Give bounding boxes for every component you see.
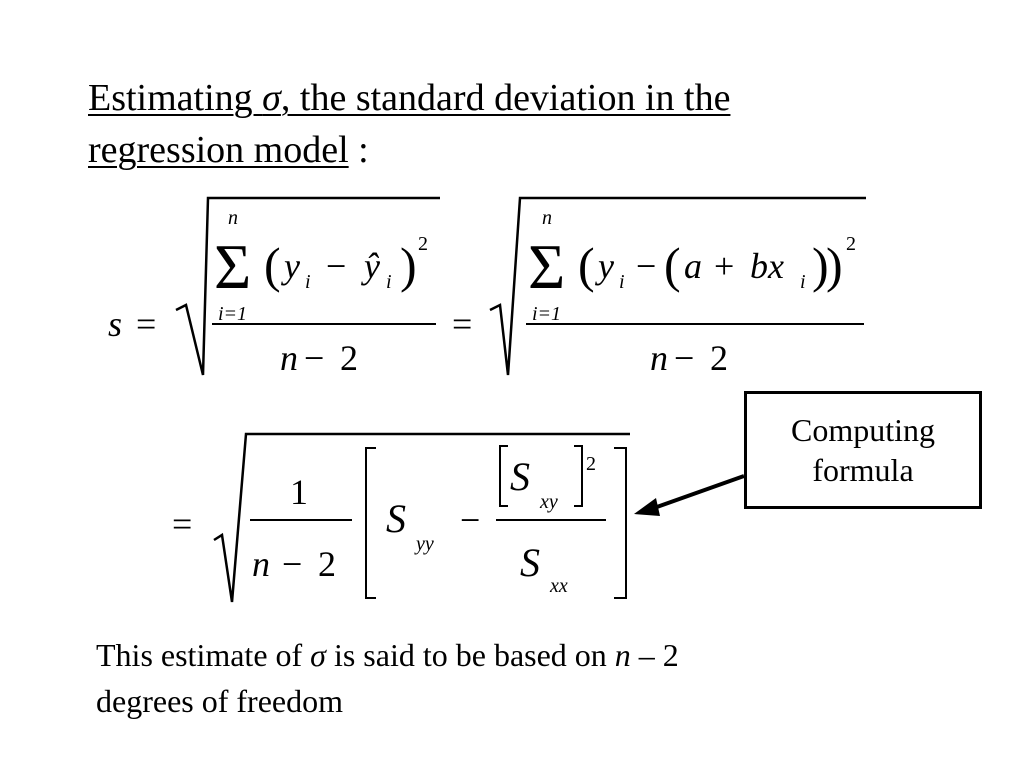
denom-minus-3: −	[282, 544, 302, 584]
footer-sigma: σ	[310, 637, 326, 673]
lparen-1: (	[264, 237, 281, 293]
denom-minus-1: −	[304, 338, 324, 378]
sq-2: 2	[846, 233, 856, 255]
denom-2-3: 2	[318, 544, 336, 584]
callout-line2: formula	[812, 452, 914, 488]
denom-2-1: 2	[340, 338, 358, 378]
S-yy: S	[386, 496, 406, 541]
left-bracket	[365, 447, 376, 599]
footer-note: This estimate of σ is said to be based o…	[96, 632, 896, 724]
sub-i-2: i	[386, 271, 392, 293]
small-left-bracket	[499, 445, 508, 507]
denom-n-1: n	[280, 338, 298, 378]
a-var: a	[684, 246, 702, 286]
bx-var: bx	[750, 246, 784, 286]
callout-arrow-line	[653, 474, 745, 510]
sub-xy: xy	[539, 491, 558, 513]
minus-2: −	[636, 246, 656, 286]
footer-line2: degrees of freedom	[96, 683, 343, 719]
denom-minus-2: −	[674, 338, 694, 378]
plus-sign: +	[714, 246, 734, 286]
denom-2-2: 2	[710, 338, 728, 378]
lparen-3: (	[664, 237, 681, 293]
yhat-1: ŷ	[361, 246, 380, 286]
sum-lower-1: i=1	[218, 303, 247, 325]
heading-colon: :	[348, 129, 369, 171]
sub-yy: yy	[414, 533, 434, 555]
minus-3: −	[460, 500, 480, 540]
callout-arrow-head	[634, 498, 660, 516]
equals-1: =	[136, 304, 156, 344]
sum-upper-1: n	[228, 207, 238, 229]
sum-symbol-1: Σ	[214, 231, 251, 302]
right-bracket	[614, 447, 627, 599]
heading-line1: Estimating σ, the standard deviation in …	[88, 77, 730, 119]
sum-lower-2: i=1	[532, 303, 561, 325]
S-xy: S	[510, 454, 530, 499]
rparen-3: )	[826, 237, 843, 293]
callout-line1: Computing	[790, 412, 935, 448]
footer-n: n	[614, 637, 631, 673]
radical-2	[489, 196, 866, 376]
slide-heading: Estimating σ, the standard deviation in …	[88, 72, 888, 176]
S-xx: S	[520, 540, 540, 585]
sum-upper-2: n	[542, 207, 552, 229]
rparen-1: )	[400, 237, 417, 293]
y-1: y	[281, 246, 300, 286]
small-right-bracket	[574, 445, 583, 507]
heading-sigma: σ	[262, 77, 281, 119]
sub-xx: xx	[549, 575, 568, 597]
sub-i-3: i	[619, 271, 625, 293]
heading-suffix: , the standard deviation in the	[280, 77, 731, 119]
footer-suffix: – 2	[630, 637, 679, 673]
y-2: y	[595, 246, 614, 286]
lparen-2: (	[578, 237, 595, 293]
s-variable: s	[108, 304, 122, 344]
rparen-2: )	[812, 237, 829, 293]
equals-2: =	[452, 304, 472, 344]
heading-line2: regression model	[88, 129, 349, 171]
denom-n-2: n	[650, 338, 668, 378]
sq-1: 2	[418, 233, 428, 255]
footer-prefix: This estimate of	[96, 637, 311, 673]
denom-n-3: n	[252, 544, 270, 584]
sub-i-4: i	[800, 271, 806, 293]
minus-1: −	[326, 246, 346, 286]
sum-symbol-2: Σ	[528, 231, 565, 302]
radical-1	[175, 196, 440, 376]
equals-3: =	[172, 504, 192, 544]
sub-i-1: i	[305, 271, 311, 293]
computing-formula-callout: Computing formula	[744, 391, 982, 509]
heading-prefix: Estimating	[88, 77, 263, 119]
radical-3	[213, 432, 630, 603]
footer-middle: is said to be based on	[325, 637, 615, 673]
frac-one: 1	[290, 472, 308, 512]
sq-3: 2	[586, 453, 596, 475]
